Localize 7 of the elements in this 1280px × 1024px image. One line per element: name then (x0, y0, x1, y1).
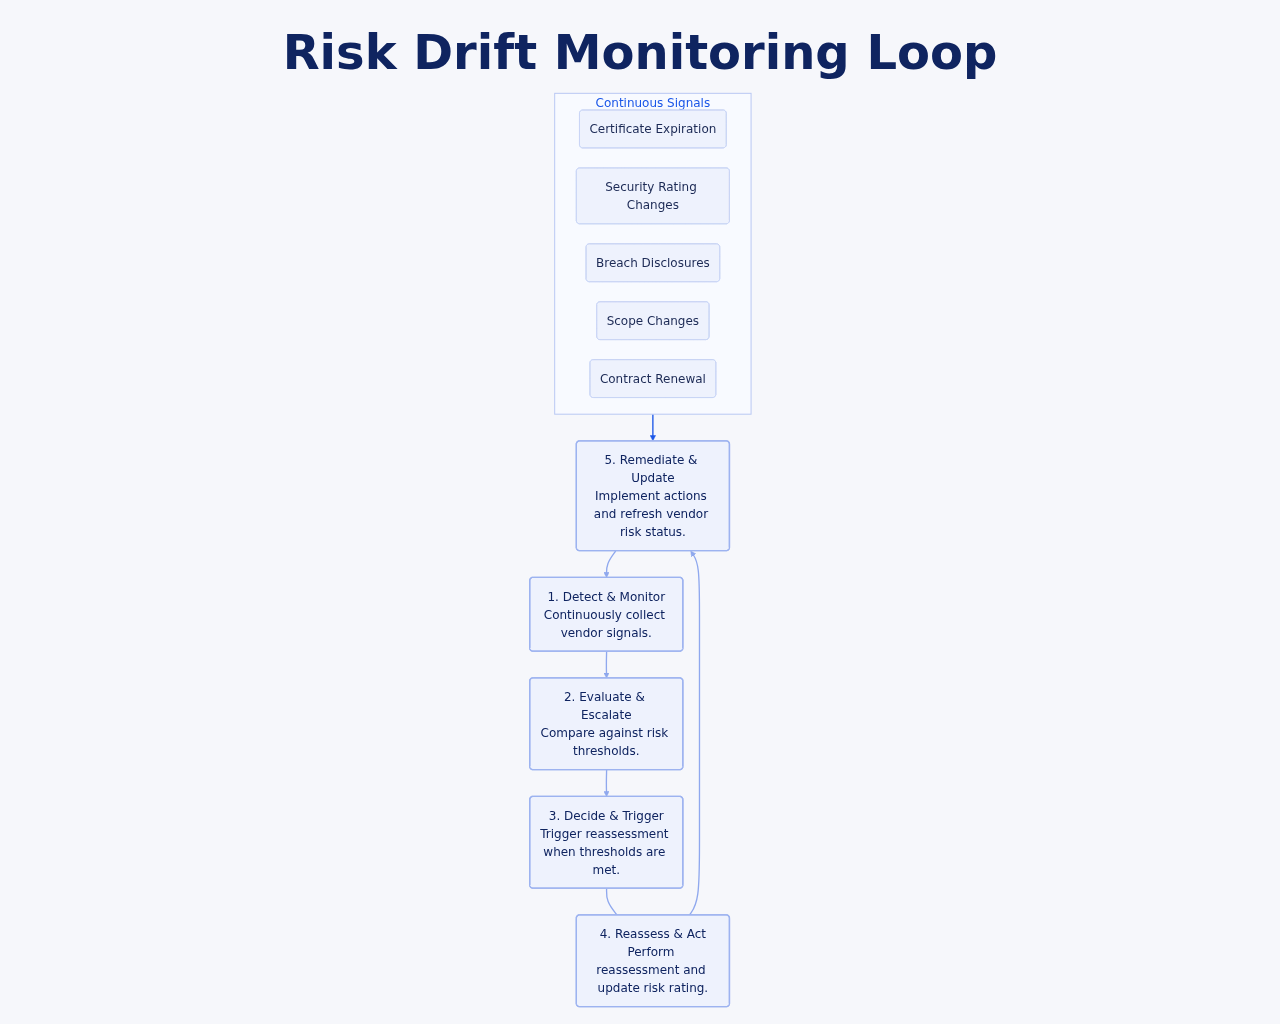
arrow (603, 550, 616, 578)
arrow (603, 650, 609, 679)
diagram-title: Risk Drift Monitoring Loop (281, 24, 999, 80)
connector (605, 887, 618, 916)
arrow (603, 769, 609, 797)
arrow (649, 413, 656, 442)
arrow (688, 550, 700, 916)
